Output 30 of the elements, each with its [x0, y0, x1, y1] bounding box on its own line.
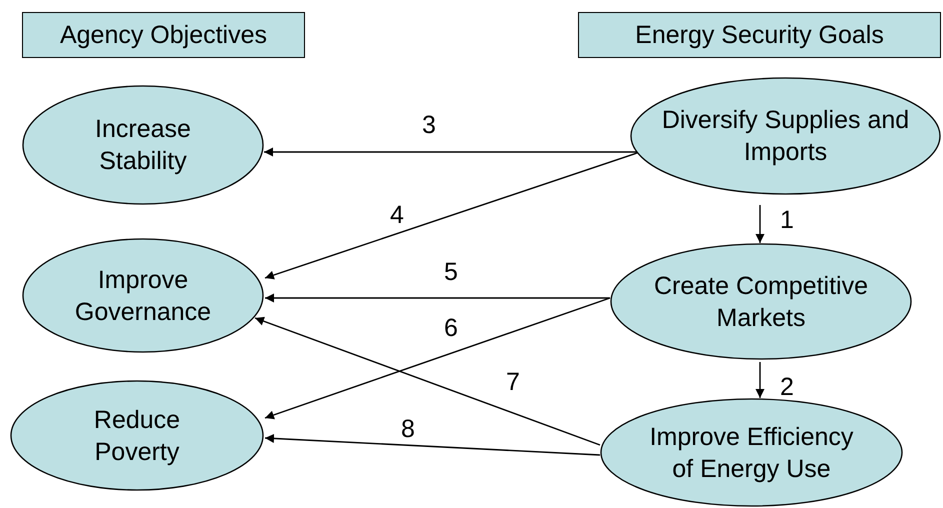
- arrow: [264, 297, 610, 420]
- node-label: Improve Efficiency of Energy Use: [648, 422, 854, 484]
- arrow: [756, 205, 764, 243]
- goal-ellipse: [22, 238, 264, 353]
- goal-ellipse: [630, 77, 941, 195]
- heading-text: Energy Security Goals: [635, 20, 884, 51]
- node-label: Create Competitive Markets: [653, 270, 869, 334]
- goal-ellipse: [600, 398, 903, 507]
- arrow: [265, 294, 610, 302]
- node-label: Improve Governance: [74, 264, 212, 328]
- goal-ellipse: [610, 243, 912, 360]
- edge-label: 1: [780, 206, 794, 234]
- edge-label: 3: [422, 111, 436, 139]
- edge-label: 4: [390, 201, 404, 229]
- heading-box: [578, 12, 941, 58]
- arrow: [264, 434, 600, 456]
- edge-label: 6: [444, 314, 458, 342]
- node-label: Reduce Poverty: [92, 404, 182, 468]
- heading-box: [22, 12, 305, 58]
- goal-ellipse: [10, 380, 264, 491]
- heading-text: Agency Objectives: [60, 20, 268, 51]
- node-label: Diversify Supplies and Imports: [660, 105, 910, 168]
- arrow: [254, 316, 600, 446]
- node-label: Increase Stability: [94, 114, 192, 177]
- edge-label: 2: [780, 373, 794, 401]
- edge-label: 8: [401, 415, 415, 443]
- edge-label: 5: [444, 258, 458, 286]
- goal-ellipse: [22, 85, 264, 205]
- edge-label: 7: [506, 368, 520, 396]
- arrow: [756, 362, 764, 398]
